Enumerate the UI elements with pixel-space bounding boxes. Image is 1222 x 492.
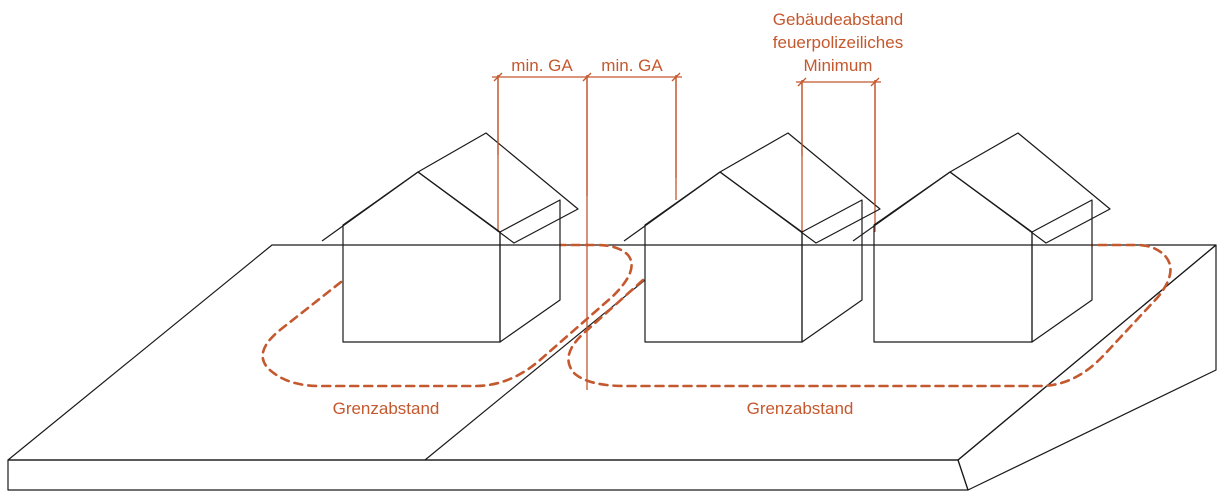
grenzabstand-zone-left <box>261 243 633 388</box>
label-grenzabstand-left: Grenzabstand <box>333 399 440 418</box>
house-2 <box>623 132 881 343</box>
label-gebaeudeabstand-line1: Gebäudeabstand <box>773 10 903 29</box>
house-1-front-gable <box>342 171 501 343</box>
ground-front-face <box>7 459 969 491</box>
min-ga-tick-a <box>493 72 503 82</box>
min-ga-tick-c <box>671 72 681 82</box>
label-min-ga-right: min. GA <box>601 56 663 75</box>
dimension-verticals <box>497 75 876 390</box>
grenzabstand-zone-right <box>567 243 1172 388</box>
gebaeudeabstand-tick-b <box>870 77 880 87</box>
dimension-overlays <box>497 75 876 205</box>
label-gebaeudeabstand-line3: Minimum <box>804 56 873 75</box>
house-3-front-gable <box>873 171 1033 343</box>
boundary-distance-zones <box>261 243 1172 388</box>
dimension-gebaeudeabstand <box>796 77 881 87</box>
house-3 <box>852 132 1111 343</box>
house-1 <box>321 132 579 343</box>
dimension-min-ga <box>492 72 682 82</box>
house-2-eave <box>623 171 721 242</box>
label-gebaeudeabstand-line2: feuerpolizeiliches <box>773 33 903 52</box>
house-3-eave <box>852 171 951 242</box>
ground-top-surface <box>7 244 1217 461</box>
label-min-ga-left: min. GA <box>511 56 573 75</box>
house-3-roof <box>949 132 1111 244</box>
house-1-roof <box>417 132 579 244</box>
ground-plate <box>7 244 1217 491</box>
labels: min. GA min. GA Gebäudeabstand feuerpoli… <box>333 10 904 418</box>
ground-right-slope-face <box>957 244 1217 491</box>
gebaeudeabstand-tick-a <box>797 77 807 87</box>
house-1-eave <box>321 171 419 242</box>
house-3-side-wall <box>1031 199 1093 343</box>
house-2-side-wall <box>801 199 863 343</box>
house-1-side-wall <box>499 199 561 343</box>
label-grenzabstand-right: Grenzabstand <box>747 399 854 418</box>
house-2-roof <box>719 132 881 244</box>
min-ga-tick-b <box>582 72 592 82</box>
house-2-front-gable <box>644 171 803 343</box>
